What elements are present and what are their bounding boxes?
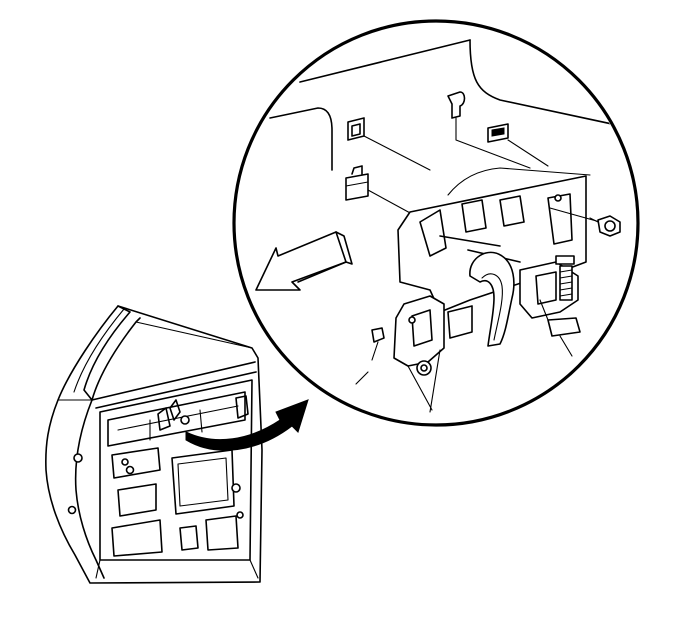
detail-contents [269,39,636,413]
door-panel [45,305,263,584]
bolt [549,207,621,237]
latch-bracket [393,175,587,376]
callout-arrow [185,399,309,451]
retaining-clips [345,91,509,201]
removal-direction-arrow [255,231,353,291]
